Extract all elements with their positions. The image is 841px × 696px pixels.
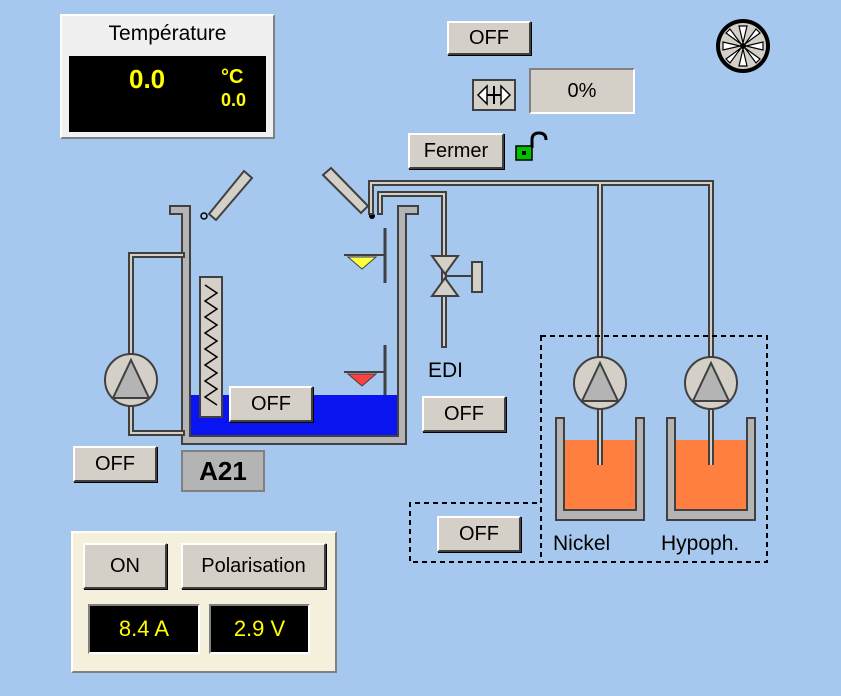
heater-toggle-button[interactable]: OFF <box>229 386 313 422</box>
close-lid-button[interactable]: Fermer <box>408 133 504 169</box>
level-sensor-low-icon <box>344 345 387 395</box>
temperature-setpoint: 0.0 <box>221 90 247 110</box>
temperature-title: Température <box>108 22 227 45</box>
edi-valve-icon <box>430 255 483 297</box>
probe-right-icon <box>321 166 375 219</box>
voltage-display: 2.9 V <box>209 604 310 654</box>
temperature-display: 0.0 °C 0.0 <box>69 56 266 132</box>
lock-open-icon <box>515 131 548 161</box>
temperature-unit: °C <box>221 66 244 88</box>
polarisation-button[interactable]: Polarisation <box>181 543 326 589</box>
temperature-value: 0.0 <box>129 64 166 94</box>
nickel-tank <box>555 400 645 521</box>
tank-id-label: A21 <box>181 450 265 492</box>
fan-icon <box>716 19 770 73</box>
hypoph-label: Hypoph. <box>661 532 740 555</box>
agitation-icon <box>472 79 516 111</box>
circulation-pump-toggle-button[interactable]: OFF <box>73 446 157 482</box>
nickel-label: Nickel <box>553 532 611 555</box>
edi-label: EDI <box>428 359 464 382</box>
level-sensor-high-icon <box>344 228 387 283</box>
dosing-toggle-button[interactable]: OFF <box>437 516 521 552</box>
agitation-percent-display: 0% <box>529 68 635 114</box>
current-display: 8.4 A <box>88 604 200 654</box>
hypoph-pump-icon <box>684 356 738 410</box>
nickel-pump-icon <box>573 356 627 410</box>
edi-toggle-button[interactable]: OFF <box>422 396 506 432</box>
heater-icon <box>199 276 223 418</box>
hypoph-tank <box>666 400 756 521</box>
agitation-toggle-button[interactable]: OFF <box>447 21 531 55</box>
rectifier-on-button[interactable]: ON <box>83 543 167 589</box>
probe-left-icon <box>200 169 254 222</box>
circulation-pump-icon <box>104 353 158 407</box>
